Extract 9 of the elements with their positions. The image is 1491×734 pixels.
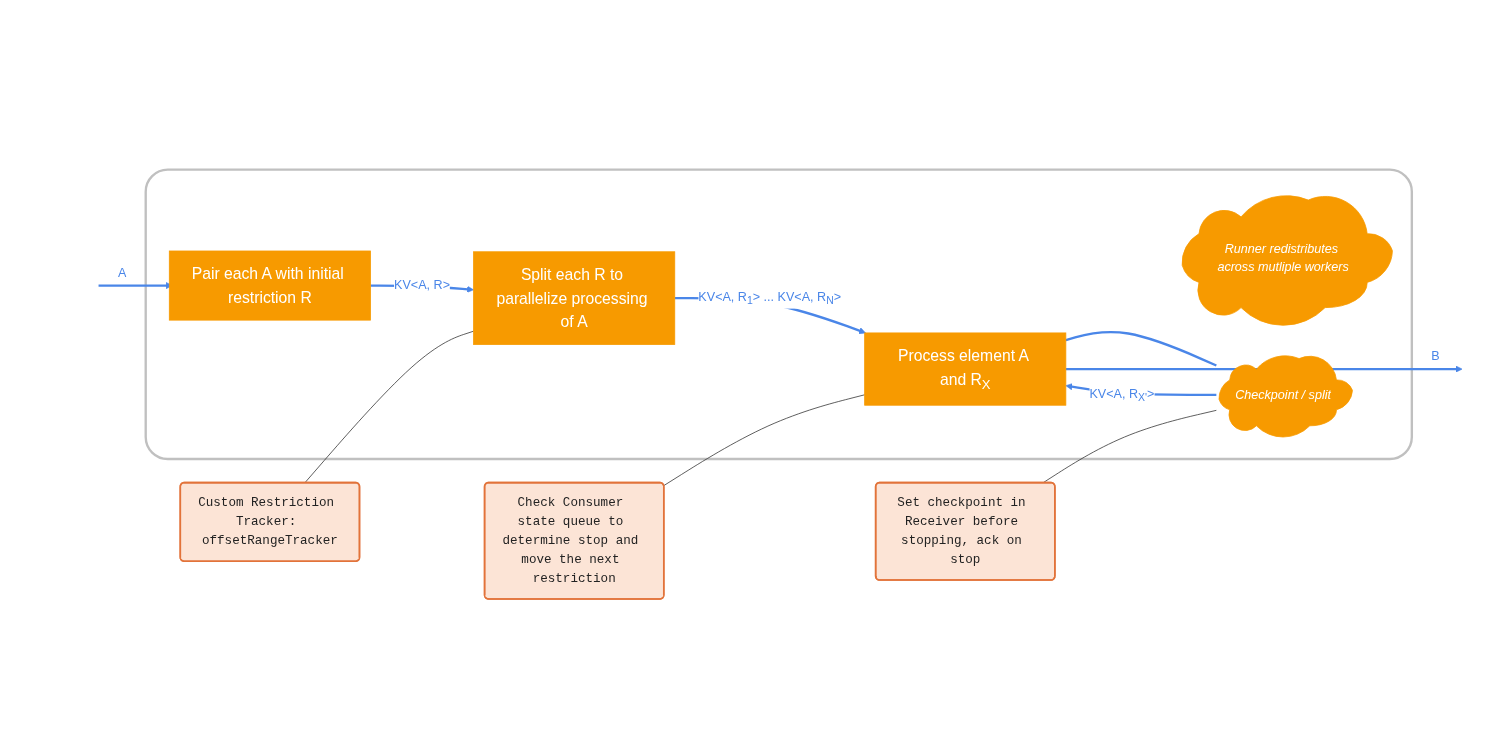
edge-label: B [1431,349,1440,363]
edge-label: A [117,265,127,280]
edge-label: KV<A, R> [394,278,450,292]
cluster [144,168,1413,461]
node-box: Pair each A with initial restriction R [168,250,371,321]
edge-label: KV<A, R$_{X'}$> [1089,386,1155,404]
node-box: Process element A and R$_{X}$ [864,332,1067,406]
node-box: Split each R to parallelize processing of A [473,251,676,345]
edge-label: KV<A, R$_{1}$> ... KV<A, R$_{N}$> [698,289,842,307]
